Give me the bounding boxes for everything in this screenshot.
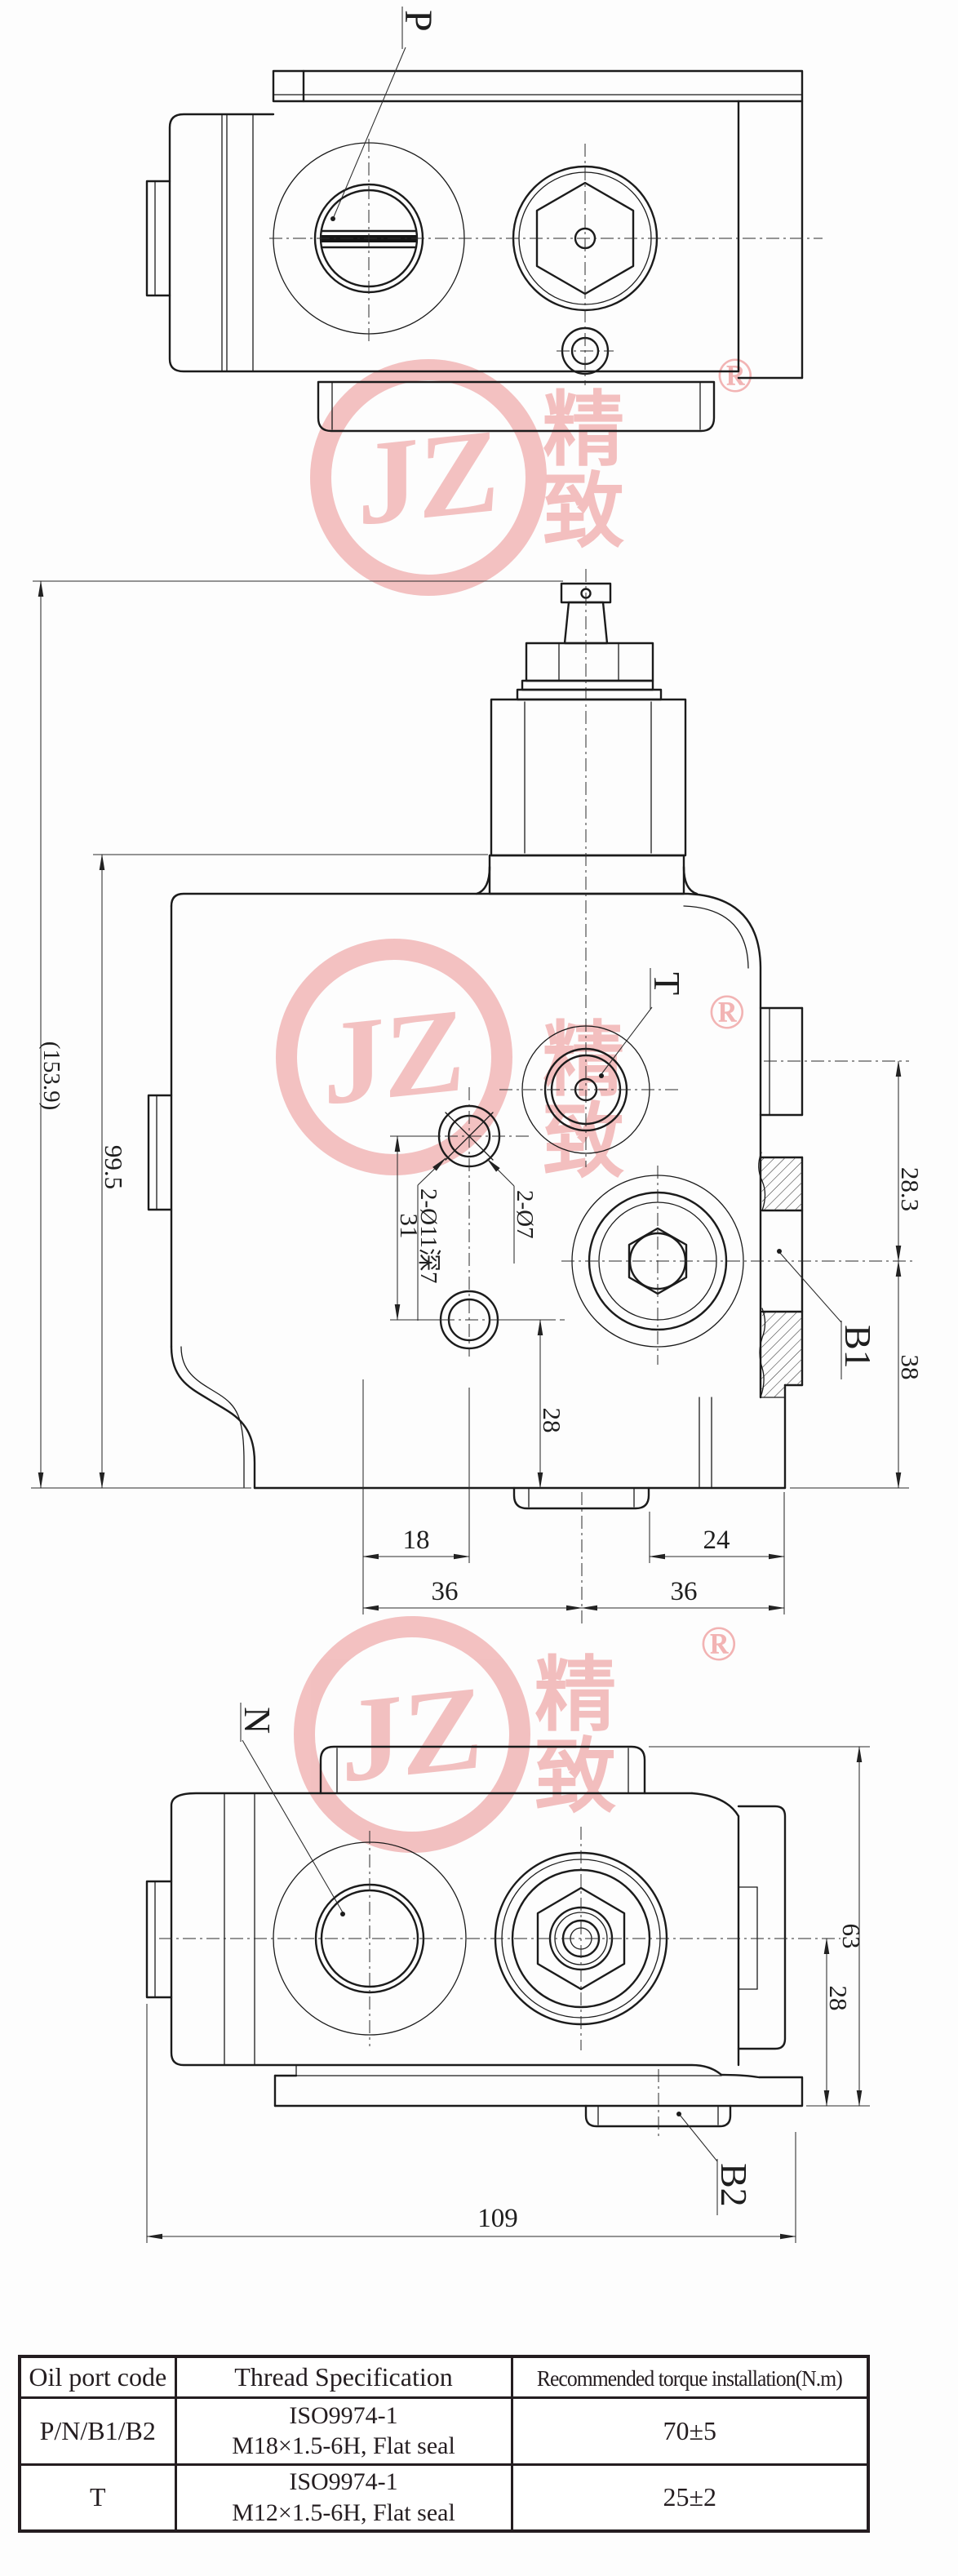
cell-port-codes: P/N/B1/B2 xyxy=(18,2396,177,2466)
label-port-n: N xyxy=(237,1707,278,1734)
dim-b1-to-bottom: 38 xyxy=(896,1355,925,1380)
thread-standard: ISO9974-1 xyxy=(289,2401,398,2429)
label-port-p: P xyxy=(397,10,440,32)
bottom-view: 63 28 109 N B2 xyxy=(145,1703,870,2243)
dim-width: 109 xyxy=(477,2204,518,2233)
col-header-thread-spec: Thread Specification xyxy=(174,2355,513,2399)
cell-port-codes: T xyxy=(18,2463,177,2533)
dim-overall-height: (153.9) xyxy=(38,1042,64,1111)
thread-size: M12×1.5-6H, Flat seal xyxy=(232,2498,455,2526)
cell-thread-spec: ISO9974-1 M12×1.5-6H, Flat seal xyxy=(174,2463,513,2533)
thread-size: M18×1.5-6H, Flat seal xyxy=(232,2432,455,2459)
label-port-t: T xyxy=(646,972,688,995)
label-port-b1: B1 xyxy=(837,1325,879,1369)
callout-counterbore: 2-Ø11深7 xyxy=(415,1188,441,1284)
top-view: P xyxy=(145,7,823,433)
table-row: T ISO9974-1 M12×1.5-6H, Flat seal 25±2 xyxy=(18,2463,870,2533)
registered-trademark-icon: ® xyxy=(716,349,753,402)
watermark-brand-text: 精致 xyxy=(534,1650,621,1823)
col-header-torque: Recommended torque installation(N.m) xyxy=(510,2355,870,2399)
dim-height: 63 xyxy=(837,1924,866,1949)
label-port-b2: B2 xyxy=(713,2163,755,2207)
dim-port-offset: 28 xyxy=(824,1986,853,2011)
cell-thread-spec: ISO9974-1 M18×1.5-6H, Flat seal xyxy=(174,2396,513,2466)
cell-torque: 25±2 xyxy=(510,2463,870,2533)
spec-table: Oil port code Thread Specification Recom… xyxy=(18,2355,870,2533)
dim-right-spacing: 24 xyxy=(703,1526,730,1555)
callout-through-holes: 2-Ø7 xyxy=(512,1190,538,1239)
table-header-row: Oil port code Thread Specification Recom… xyxy=(18,2355,870,2399)
registered-trademark-icon: ® xyxy=(700,1617,737,1671)
table-row: P/N/B1/B2 ISO9974-1 M18×1.5-6H, Flat sea… xyxy=(18,2396,870,2466)
dim-hole-spacing: 31 xyxy=(395,1214,424,1239)
registered-trademark-icon: ® xyxy=(708,985,745,1039)
thread-standard: ISO9974-1 xyxy=(289,2468,398,2496)
dim-hole-to-bottom: 28 xyxy=(538,1408,566,1433)
dim-t-to-b1: 28.3 xyxy=(896,1167,925,1211)
dim-half-width-right: 36 xyxy=(671,1577,698,1606)
cell-torque: 70±5 xyxy=(510,2396,870,2466)
dim-body-height: 99.5 xyxy=(100,1145,128,1189)
front-view: (153.9) 99.5 31 28 28.3 38 18 24 36 36 2… xyxy=(31,569,925,1626)
dim-left-spacing: 18 xyxy=(403,1526,430,1555)
dim-half-width-left: 36 xyxy=(432,1577,459,1606)
col-header-oil-port-code: Oil port code xyxy=(18,2355,177,2399)
